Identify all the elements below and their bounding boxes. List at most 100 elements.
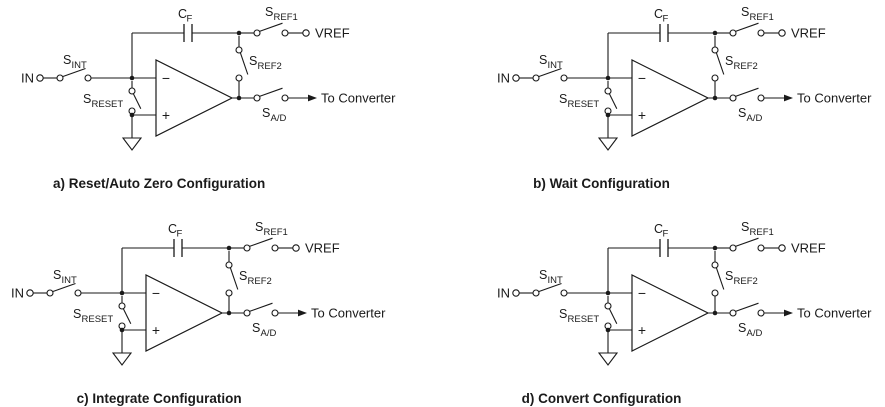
switch-blade <box>229 267 239 290</box>
s-ref1-sub: REF1 <box>750 12 774 23</box>
opamp: − + <box>145 274 224 352</box>
switch-contact <box>729 94 737 102</box>
junction-node <box>119 327 125 333</box>
s-reset-label: S <box>83 92 91 106</box>
cap-sub: F <box>177 229 183 240</box>
switch-contact <box>711 261 719 269</box>
opamp-inverting-label: − <box>638 285 646 301</box>
switch-contact <box>604 302 612 310</box>
opamp-noninverting-label: + <box>638 322 646 338</box>
cap-label: C <box>654 7 663 21</box>
input-terminal <box>36 74 44 82</box>
switch-contact <box>253 29 261 37</box>
junction-node <box>129 75 135 81</box>
vref-terminal <box>778 29 786 37</box>
s-ad-sub: A/D <box>747 113 763 124</box>
integrator-circuit-schematic: IN S INT S RESET − + <box>497 5 872 151</box>
junction-node <box>226 310 232 316</box>
opamp-noninverting-label: + <box>152 322 160 338</box>
arrowhead <box>784 94 793 102</box>
s-ref2-sub: REF2 <box>734 276 758 287</box>
circuit-convert: IN S INT S RESET − + <box>488 218 885 388</box>
switch-contact <box>271 244 279 252</box>
switch-blade <box>132 93 142 110</box>
junction-node <box>226 245 232 251</box>
input-terminal <box>512 74 520 82</box>
switch-s-ref2: S REF2 <box>235 46 282 82</box>
s-ref1-label: S <box>741 220 749 234</box>
s-ad-sub: A/D <box>271 113 287 124</box>
s-int-sub: INT <box>62 275 78 286</box>
switch-blade <box>715 267 725 290</box>
opamp-triangle <box>631 59 710 137</box>
switch-s-ref2: S REF2 <box>711 46 758 82</box>
s-ref1-label: S <box>741 5 749 19</box>
switch-blade <box>259 22 283 32</box>
feedback-capacitor: C F <box>654 7 669 42</box>
switch-contact <box>711 46 719 54</box>
junction-node <box>712 30 718 36</box>
switch-contact <box>225 261 233 269</box>
switch-blade <box>608 93 618 110</box>
switch-contact <box>711 74 719 82</box>
s-reset-sub: RESET <box>568 314 600 325</box>
switch-blade <box>715 52 725 75</box>
opamp-triangle <box>631 274 710 352</box>
switch-blade <box>52 282 76 293</box>
integrator-circuit-schematic: IN S INT S RESET − + <box>21 5 396 151</box>
switch-contact <box>711 289 719 297</box>
switch-contact <box>281 29 289 37</box>
switch-blade <box>538 282 562 293</box>
switch-contact <box>729 309 737 317</box>
opamp: − + <box>631 274 710 352</box>
opamp-noninverting-label: + <box>638 107 646 123</box>
ground-symbol <box>597 352 619 366</box>
opamp-triangle <box>145 274 224 352</box>
input-terminal <box>512 289 520 297</box>
s-int-label: S <box>539 268 547 282</box>
circuit-wait: IN S INT S RESET − + <box>488 3 885 173</box>
switch-contact <box>281 94 289 102</box>
integrator-circuit-schematic: IN S INT S RESET − + <box>497 220 872 366</box>
junction-node <box>605 112 611 118</box>
s-reset-sub: RESET <box>568 99 600 110</box>
wire-segments <box>519 247 784 353</box>
s-reset-label: S <box>559 92 567 106</box>
switch-contact <box>729 29 737 37</box>
s-ref1-sub: REF1 <box>750 227 774 238</box>
input-terminal <box>26 289 34 297</box>
switch-s-int: S INT <box>46 268 82 297</box>
caption-d: d) Convert Configuration <box>521 391 682 406</box>
switch-contact <box>74 289 82 297</box>
s-reset-sub: RESET <box>92 99 124 110</box>
integrator-circuit-schematic: IN S INT S RESET − + <box>11 220 386 366</box>
s-reset-label: S <box>73 307 81 321</box>
s-int-label: S <box>53 268 61 282</box>
switch-s-ref1: S REF1 <box>253 5 298 37</box>
caption-b: b) Wait Configuration <box>533 176 670 191</box>
vref-label: VREF <box>791 26 826 41</box>
ground-symbol <box>121 137 143 151</box>
diagram-integrate: IN S INT S RESET − + <box>0 204 442 407</box>
cap-label: C <box>168 222 177 236</box>
switch-contact <box>118 302 126 310</box>
arrowhead <box>784 309 793 317</box>
opamp-inverting-label: − <box>152 285 160 301</box>
switch-contact <box>729 244 737 252</box>
caption-a: a) Reset/Auto Zero Configuration <box>52 176 266 191</box>
s-reset-sub: RESET <box>82 314 114 325</box>
switch-blade <box>249 302 273 312</box>
diagram-convert: IN S INT S RESET − + <box>442 204 885 407</box>
to-converter-label: To Converter <box>797 306 872 321</box>
junction-node <box>605 327 611 333</box>
s-int-sub: INT <box>548 60 564 71</box>
vref-label: VREF <box>305 241 340 256</box>
arrowhead <box>308 94 317 102</box>
s-ad-label: S <box>738 106 746 120</box>
switch-blade <box>608 308 618 325</box>
opamp: − + <box>155 59 234 137</box>
s-ad-label: S <box>262 106 270 120</box>
to-converter-label: To Converter <box>797 91 872 106</box>
switch-blade <box>122 308 132 325</box>
